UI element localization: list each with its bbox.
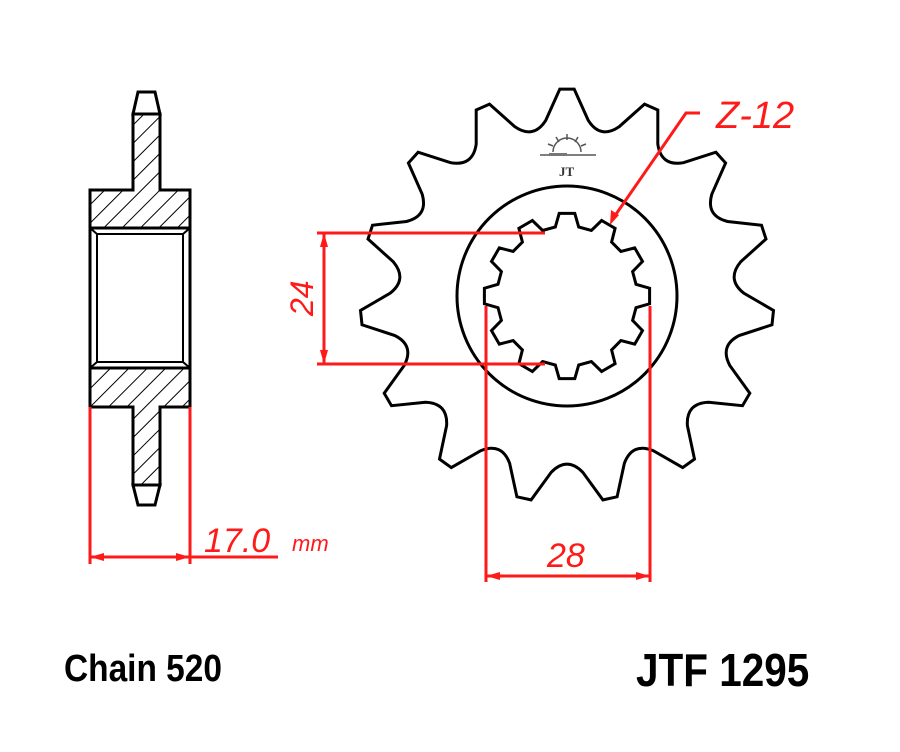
side-view-lower-section <box>88 366 192 487</box>
spline-teeth-label: Z-12 <box>715 95 794 137</box>
spline-outer-dimension <box>484 306 652 582</box>
side-view-upper-tip <box>131 90 162 116</box>
svg-text:JT: JT <box>559 164 575 179</box>
thickness-unit: mm <box>292 531 329 556</box>
spline-inner-value: 24 <box>284 280 320 317</box>
side-view: 17.0 mm <box>88 90 329 564</box>
chain-size-label: Chain 520 <box>64 648 222 690</box>
side-view-upper-section <box>88 112 192 230</box>
spline-outline <box>482 211 652 381</box>
side-view-bore <box>88 226 192 370</box>
hub-circle <box>455 184 679 408</box>
side-view-lower-tip <box>131 483 162 507</box>
spline-teeth-leader <box>610 111 700 225</box>
spline-inner-dimension <box>317 231 545 366</box>
part-number-label: JTF 1295 <box>636 644 810 696</box>
front-view: JT 24 28 Z-12 <box>284 87 794 582</box>
thickness-dimension <box>88 407 278 564</box>
thickness-value: 17.0 <box>204 522 270 560</box>
sprocket-outline <box>358 87 776 502</box>
spline-outer-value: 28 <box>546 537 585 575</box>
jt-sun-logo-icon: JT <box>540 134 596 179</box>
